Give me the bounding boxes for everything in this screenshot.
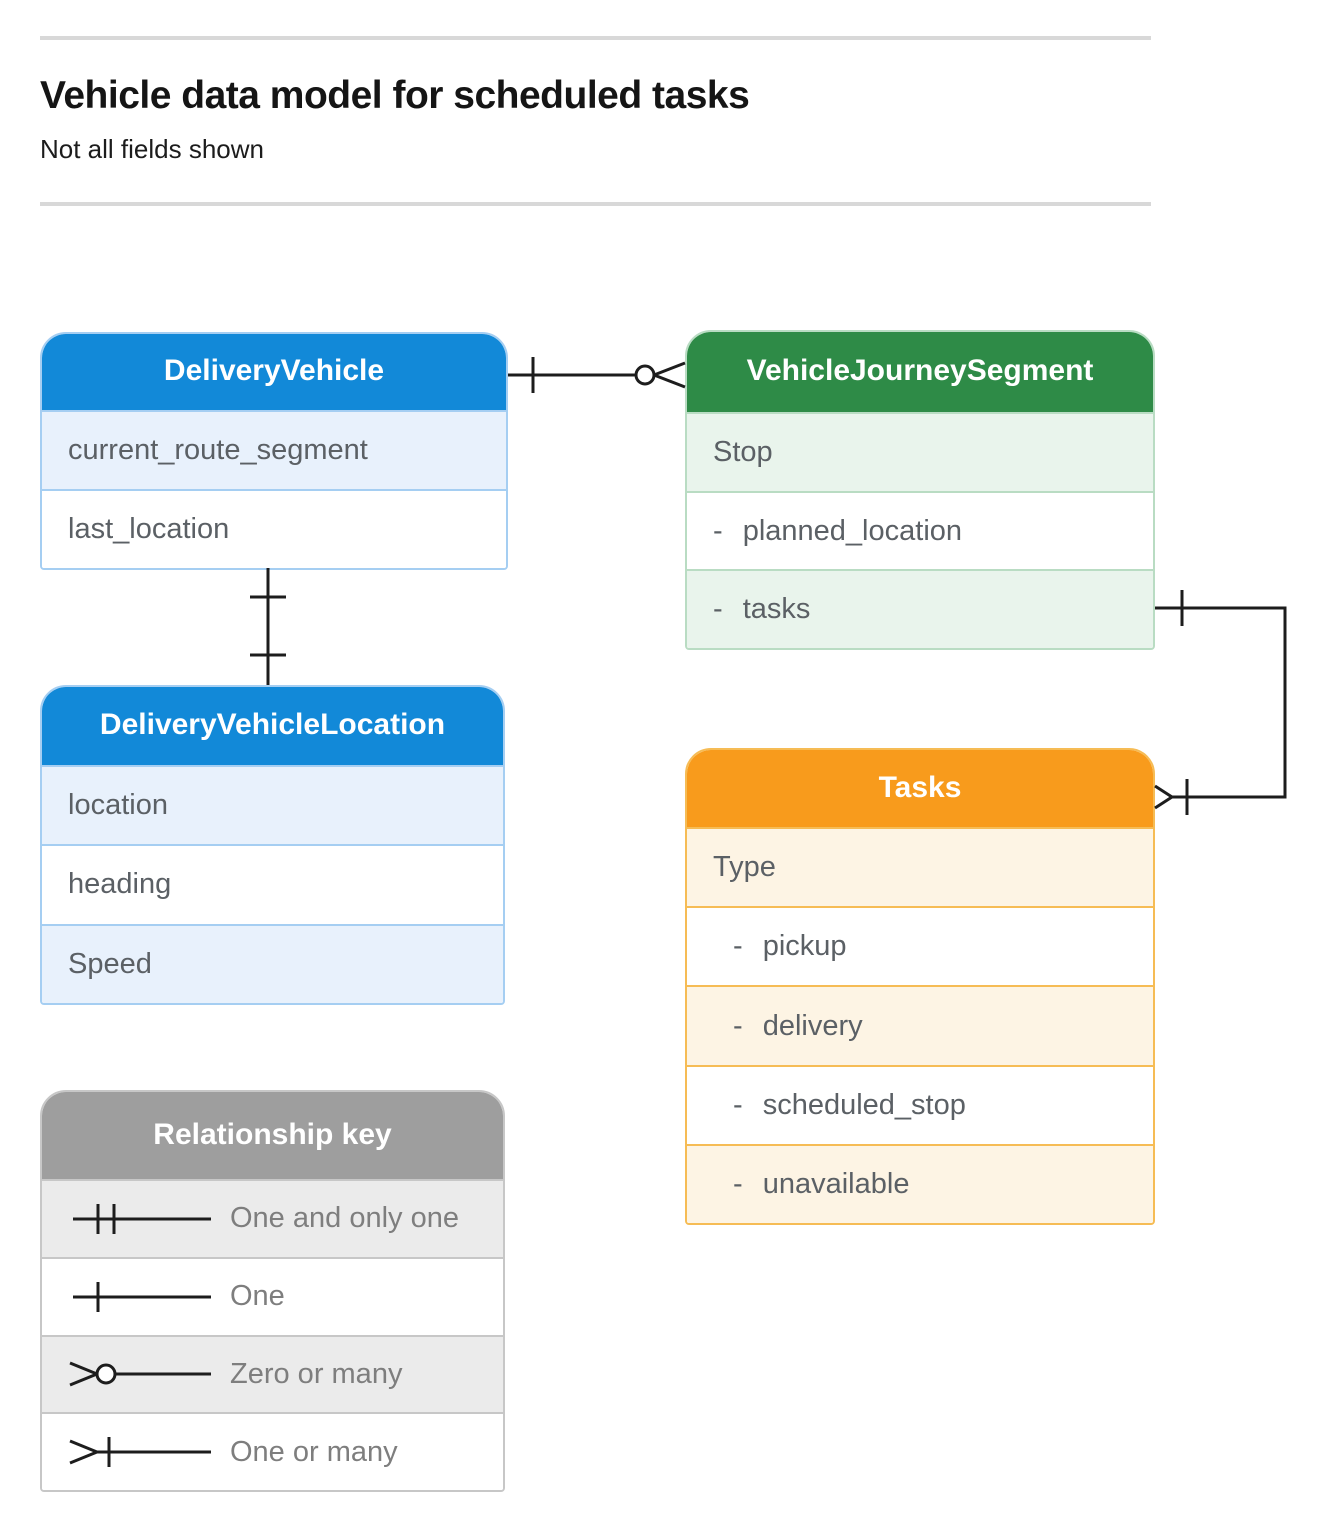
legend-label: One or many xyxy=(230,1435,398,1468)
legend-row-one-or-many: One or many xyxy=(42,1412,503,1490)
field-type: Type xyxy=(687,827,1153,907)
field-location: location xyxy=(42,765,503,845)
field-heading: heading xyxy=(42,844,503,924)
field-current-route-segment: current_route_segment xyxy=(42,410,506,489)
entity-delivery-vehicle-header: DeliveryVehicle xyxy=(42,334,506,410)
page-subtitle: Not all fields shown xyxy=(40,134,264,164)
connector-vehiclejourneysegment-to-tasks xyxy=(1154,590,1287,815)
entity-tasks-header: Tasks xyxy=(687,750,1153,827)
entity-delivery-vehicle-location: DeliveryVehicleLocation location heading… xyxy=(40,685,505,1005)
legend-label: One and only one xyxy=(230,1202,459,1235)
entity-vehicle-journey-segment: VehicleJourneySegment Stop - planned_loc… xyxy=(685,330,1155,650)
legend-row-one-and-only-one: One and only one xyxy=(42,1179,503,1257)
legend-header: Relationship key xyxy=(42,1092,503,1179)
legend-label: Zero or many xyxy=(230,1357,403,1390)
connector-deliveryvehicle-to-vehiclejourneysegment xyxy=(508,357,686,393)
connector-deliveryvehicle-to-deliveryvehiclelocation xyxy=(250,568,286,685)
one-icon xyxy=(73,1281,211,1312)
legend-row-one: One xyxy=(42,1256,503,1335)
one-or-many-icon xyxy=(69,1437,211,1468)
field-delivery: - delivery xyxy=(687,985,1153,1065)
legend-relationship-key: Relationship key One and only one One xyxy=(40,1090,505,1492)
field-unavailable: - unavailable xyxy=(687,1143,1153,1223)
zero-or-many-icon xyxy=(69,1361,211,1387)
legend-label: One xyxy=(230,1280,285,1313)
page-title: Vehicle data model for scheduled tasks xyxy=(40,74,750,117)
entity-vehicle-journey-segment-header: VehicleJourneySegment xyxy=(687,332,1153,412)
entity-tasks: Tasks Type - pickup - delivery - schedul… xyxy=(685,748,1155,1225)
entity-delivery-vehicle-location-header: DeliveryVehicleLocation xyxy=(42,687,503,765)
top-divider xyxy=(40,36,1151,40)
field-last-location: last_location xyxy=(42,489,506,568)
one-and-only-one-icon xyxy=(73,1203,211,1234)
field-tasks: - tasks xyxy=(687,569,1153,648)
entity-delivery-vehicle: DeliveryVehicle current_route_segment la… xyxy=(40,332,508,570)
field-stop: Stop xyxy=(687,412,1153,491)
field-scheduled-stop: - scheduled_stop xyxy=(687,1064,1153,1144)
field-planned-location: - planned_location xyxy=(687,490,1153,570)
bottom-divider xyxy=(40,202,1151,206)
field-pickup: - pickup xyxy=(687,906,1153,986)
legend-row-zero-or-many: Zero or many xyxy=(42,1334,503,1413)
field-speed: Speed xyxy=(42,923,503,1003)
